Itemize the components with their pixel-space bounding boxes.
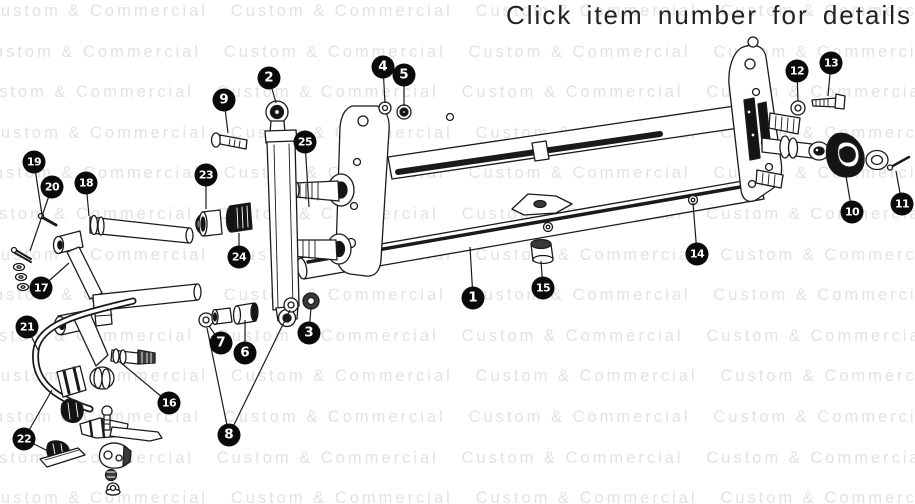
watermark-row: Custom & Commercial Custom & Commercial …	[0, 448, 915, 467]
item-number-13[interactable]: 13	[819, 51, 843, 75]
item-number-14[interactable]: 14	[685, 242, 709, 266]
watermark-row: Custom & Commercial Custom & Commercial …	[0, 489, 915, 504]
washer-and-bolt-top-right	[790, 93, 846, 116]
bushing-row-top	[195, 202, 253, 237]
left-shock-tower	[288, 105, 390, 277]
axle-beam-tubes	[296, 101, 769, 280]
cotter-pin-right	[886, 155, 911, 171]
watermark-row: Custom & Commercial Custom & Commercial …	[0, 408, 915, 426]
washer-4-part	[378, 101, 392, 115]
right-shock-tower	[728, 36, 830, 203]
item-number-15[interactable]: 15	[531, 276, 555, 300]
link-pin-bolt	[101, 405, 113, 431]
item-number-25[interactable]: 25	[293, 130, 317, 154]
item-number-3[interactable]: 3	[297, 321, 321, 345]
sway-bar	[32, 297, 137, 413]
sway-bar-clamp-lower	[39, 440, 86, 468]
watermark-row: Custom & Commercial Custom & Commercial …	[0, 42, 915, 61]
item-number-11[interactable]: 11	[890, 192, 914, 216]
watermark-row: Custom & Commercial Custom & Commercial …	[0, 367, 915, 386]
steering-stop	[825, 132, 865, 178]
item-number-18[interactable]: 18	[74, 171, 98, 195]
item-number-2[interactable]: 2	[257, 66, 281, 90]
item-number-21[interactable]: 21	[15, 315, 39, 339]
item-number-5[interactable]: 5	[392, 63, 416, 87]
item-number-23[interactable]: 23	[194, 163, 218, 187]
item-number-1[interactable]: 1	[461, 286, 485, 310]
item-number-7[interactable]: 7	[209, 331, 233, 355]
item-number-6[interactable]: 6	[233, 341, 257, 365]
watermark-row: Custom & Commercial Custom & Commercial …	[0, 164, 915, 183]
item-number-8[interactable]: 8	[217, 423, 241, 447]
bushing-15-part	[530, 238, 554, 265]
page-title: Click item number for details	[506, 0, 912, 30]
item-number-12[interactable]: 12	[785, 59, 809, 83]
nut-5-part	[396, 104, 412, 120]
item-number-22[interactable]: 22	[12, 427, 36, 451]
link-pin-nuts	[104, 468, 121, 496]
item-number-9[interactable]: 9	[212, 88, 236, 112]
bolt-9-part	[210, 132, 248, 150]
bushing-row-mid	[198, 292, 320, 328]
item-number-16[interactable]: 16	[157, 391, 181, 415]
item-number-4[interactable]: 4	[371, 55, 395, 79]
item-number-20[interactable]: 20	[40, 175, 64, 199]
item-number-24[interactable]: 24	[227, 245, 251, 269]
leader-line-8	[228, 309, 291, 436]
watermark-row: Custom & Commercial Custom & Commercial …	[0, 2, 915, 20]
stop-clamp-plate	[865, 149, 889, 171]
item-number-10[interactable]: 10	[840, 200, 864, 224]
sway-bar-clamp-upper	[56, 365, 87, 424]
item-number-19[interactable]: 19	[22, 150, 46, 174]
watermark-row: Custom & Commercial Custom & Commercial …	[0, 286, 915, 305]
item-number-17[interactable]: 17	[29, 276, 53, 300]
link-pin-block	[98, 442, 132, 469]
